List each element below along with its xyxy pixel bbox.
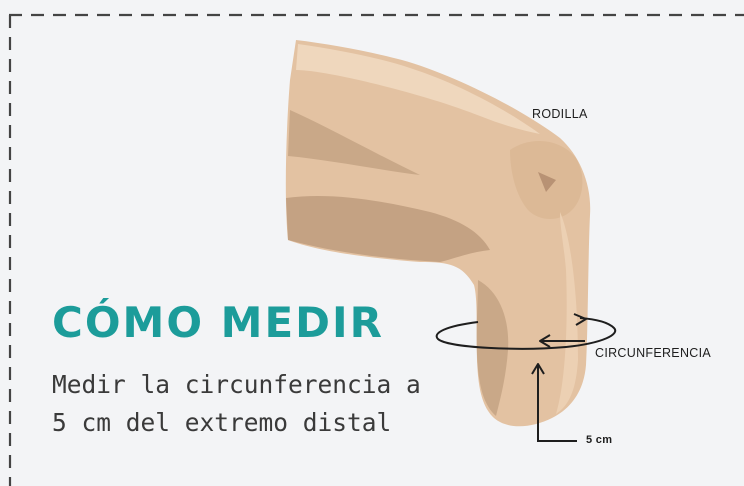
circumference-label: CIRCUNFERENCIA <box>595 346 712 360</box>
distance-label: 5 cm <box>586 434 613 446</box>
arrow-up-icon <box>531 363 577 442</box>
circumference-ring-icon <box>435 313 617 350</box>
knee-label: RODILLA <box>532 107 588 121</box>
description-line-1: Medir la circunferencia a <box>52 370 421 399</box>
leg-illustration <box>285 40 591 427</box>
description-line-2: 5 cm del extremo distal <box>52 408 392 437</box>
arrow-left-icon <box>539 334 585 348</box>
dashed-border <box>8 13 744 486</box>
page-title: CÓMO MEDIR <box>52 298 384 347</box>
